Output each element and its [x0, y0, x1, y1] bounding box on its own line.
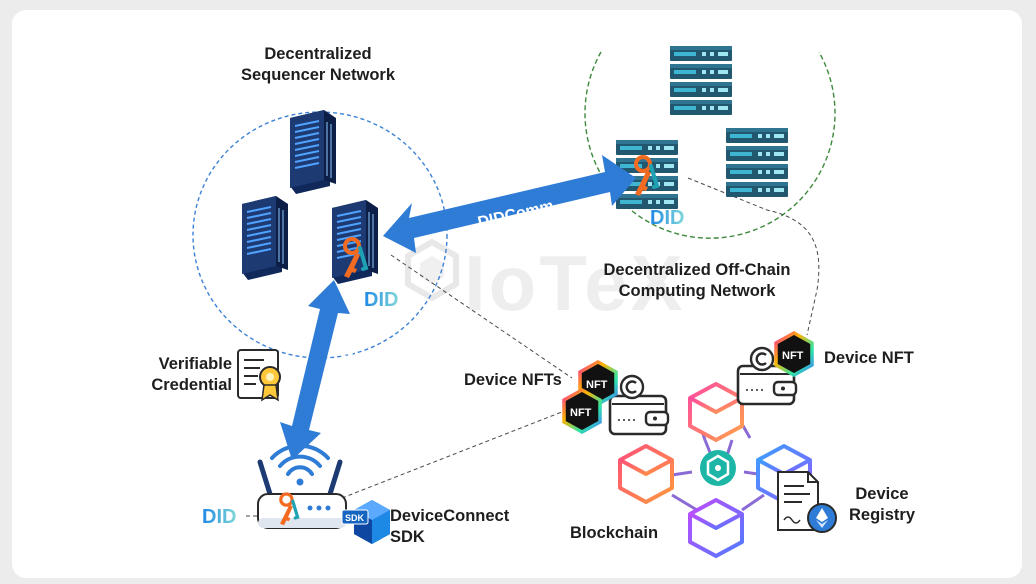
deviceconnect-sdk-label: DeviceConnect SDK — [390, 507, 510, 546]
did-badge-sequencer: DID — [364, 289, 398, 311]
didcomm-arrow-vertical: DIDComm — [280, 280, 368, 460]
wallet-icon — [608, 394, 670, 436]
offchain-server-icon — [670, 46, 732, 115]
nft-badge-text: NFT — [586, 379, 608, 391]
offchain-network-boundary — [584, 51, 836, 239]
device-registry-icon — [777, 471, 837, 533]
blockchain-cube-icon — [618, 444, 674, 504]
certificate-icon — [237, 349, 281, 402]
blockchain-cube-icon — [688, 382, 744, 442]
diagram-svg: IoTeX DID DID DID DIDComm DIDComm — [192, 46, 837, 558]
blockchain-cube-icon — [688, 498, 744, 558]
nft-badge-text: NFT — [782, 350, 804, 362]
device-registry-label: Device Registry — [848, 485, 916, 524]
did-badge-offchain: DID — [650, 207, 684, 229]
sequencer-network-label: Decentralized Sequencer Network — [240, 45, 396, 84]
sequencer-server-icon — [241, 195, 289, 281]
coin-icon — [749, 346, 775, 372]
blockchain-label: Blockchain — [570, 524, 659, 542]
diagram-canvas: IoTeX DID DID DID DIDComm DIDComm — [12, 10, 1022, 578]
watermark-text: IoTeX — [464, 239, 686, 327]
nft-badge-text: NFT — [570, 407, 592, 419]
offchain-server-icon — [726, 128, 788, 197]
device-nft-label: Device NFT — [824, 349, 914, 367]
router-icon — [257, 443, 347, 529]
iotex-logo-icon — [700, 450, 736, 486]
sequencer-server-icon — [289, 109, 337, 195]
device-nfts-label: Device NFTs — [464, 371, 562, 389]
sdk-box-icon: SDK — [341, 500, 390, 544]
sdk-badge-text: SDK — [345, 513, 365, 523]
iotex-watermark: IoTeX — [405, 238, 686, 327]
didcomm-label-vertical: DIDComm — [331, 309, 367, 388]
did-badge-device: DID — [202, 506, 236, 528]
verifiable-credential-label: Verifiable Credential — [151, 355, 232, 394]
coin-icon — [619, 374, 645, 400]
offchain-network-label: Decentralized Off-Chain Computing Networ… — [603, 261, 791, 300]
